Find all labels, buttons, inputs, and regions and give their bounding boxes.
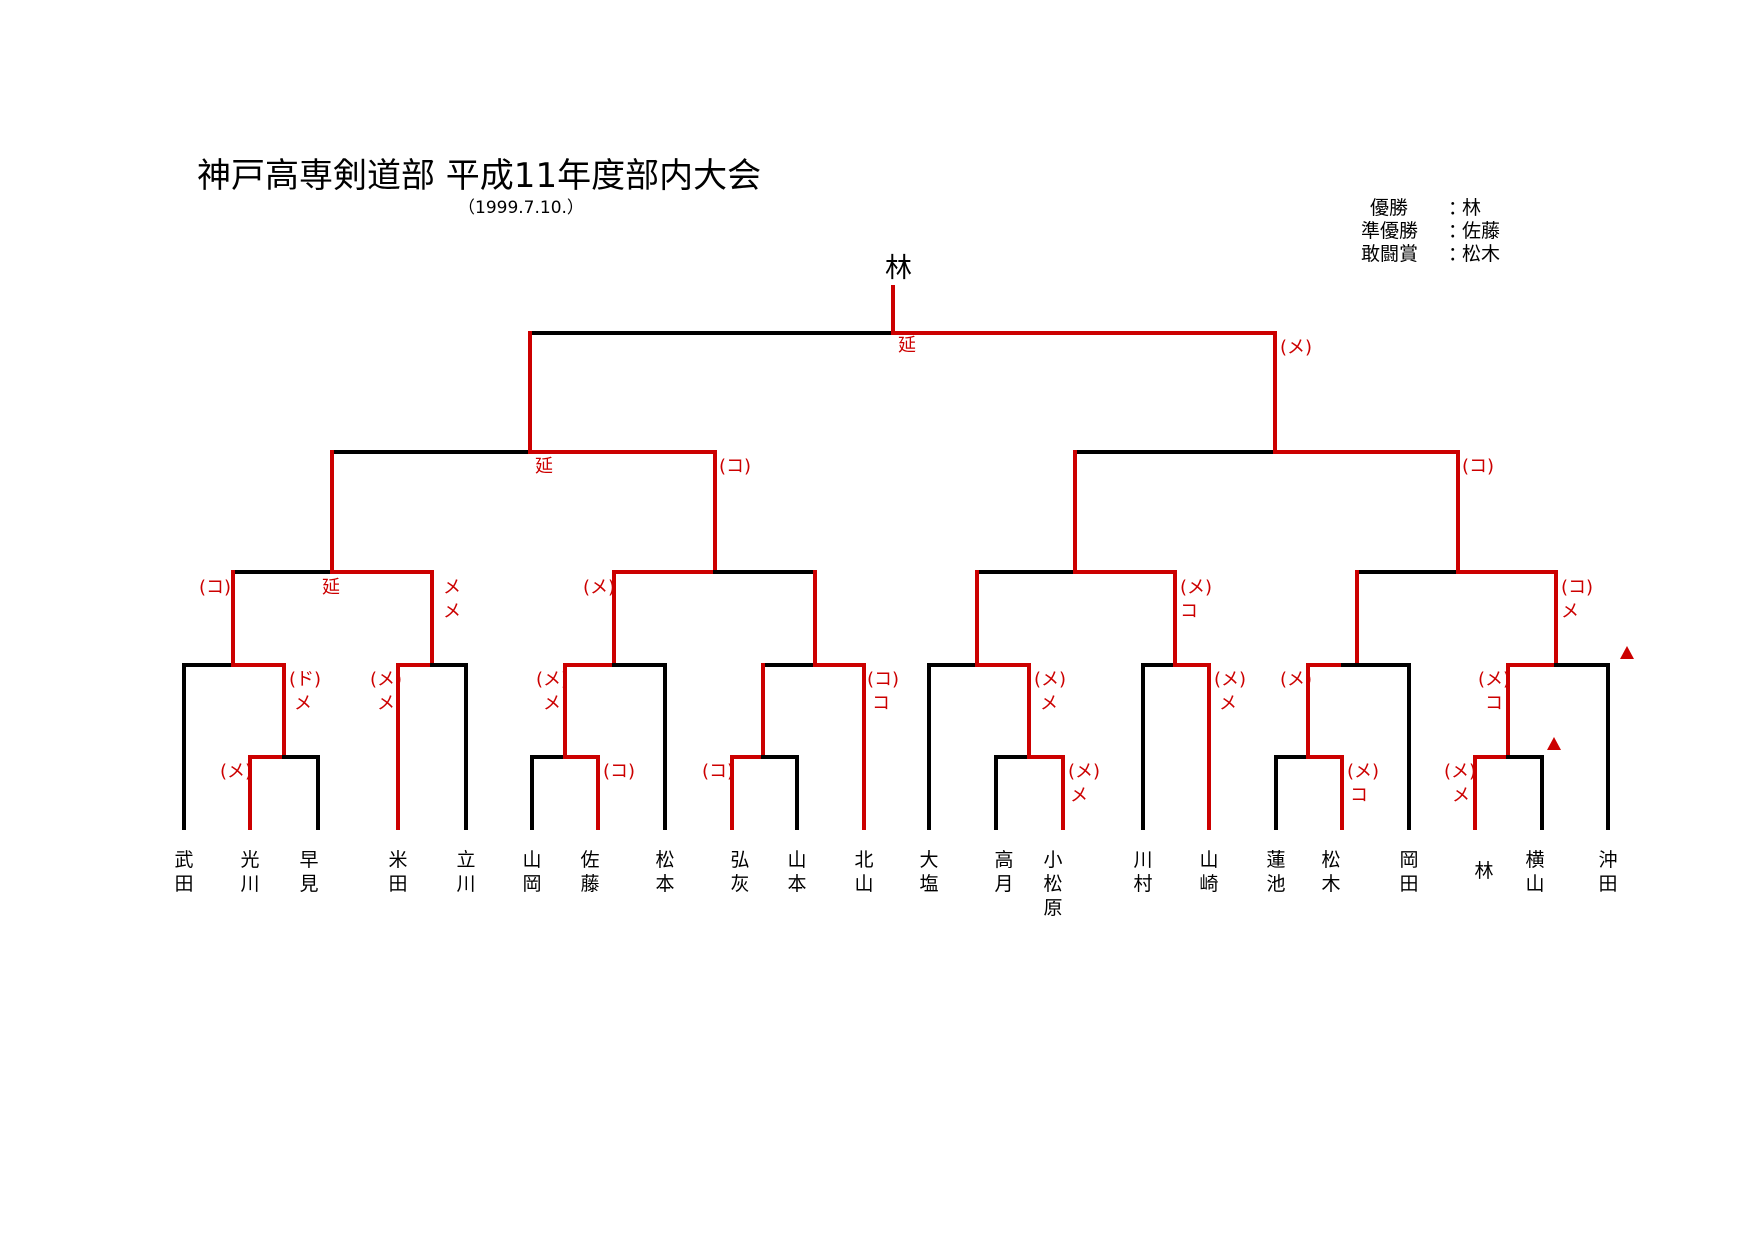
match-score-label: (コ): [1462, 456, 1494, 477]
match-score-label: (コ): [719, 456, 751, 477]
match-score-label: (メ): [220, 761, 252, 782]
match-score-label: メ: [1070, 785, 1088, 806]
player-name: 松本: [655, 849, 675, 895]
triangle-flag-icon: [1620, 646, 1634, 659]
page-title: 神戸高専剣道部 平成11年度部内大会: [197, 156, 762, 196]
player-name: 岡田: [1399, 849, 1419, 895]
match-score-label: 延: [898, 335, 916, 356]
player-name: 小松原: [1043, 849, 1063, 919]
match-score-label: メ: [1040, 693, 1058, 714]
player-name: 山岡: [522, 849, 542, 895]
player-name: 弘灰: [730, 849, 750, 895]
player-name: 光川: [240, 849, 260, 895]
player-name: 蓮池: [1266, 849, 1286, 895]
match-score-label: (メ): [536, 669, 568, 690]
player-name: 山崎: [1199, 849, 1219, 895]
match-score-label: (ド): [289, 669, 321, 690]
match-score-label: 延: [322, 577, 340, 598]
match-score-label: (メ): [1180, 577, 1212, 598]
award-name-champion: 林: [1462, 197, 1482, 219]
player-name: 沖田: [1598, 849, 1618, 895]
player-name: 立川: [456, 849, 476, 895]
match-score-label: (メ): [1280, 337, 1312, 358]
match-score-label: (メ): [1068, 761, 1100, 782]
match-score-label: メ: [443, 577, 461, 598]
match-score-label: (メ): [370, 669, 402, 690]
match-score-label: (メ): [583, 577, 615, 598]
match-score-label: (コ): [867, 669, 899, 690]
player-name: 早見: [299, 849, 319, 895]
award-label-runnerup: 準優勝: [1361, 220, 1419, 242]
award-sep: ：: [1448, 220, 1468, 242]
award-name-runnerup: 佐藤: [1462, 220, 1501, 242]
match-score-label: コ: [1350, 785, 1368, 806]
match-score-label: (メ): [1347, 761, 1379, 782]
award-sep: ：: [1448, 197, 1468, 219]
player-name: 川村: [1133, 849, 1153, 895]
player-name: 松木: [1321, 849, 1341, 895]
match-score-label: コ: [1485, 693, 1503, 714]
event-date: （1999.7.10.）: [458, 198, 584, 218]
award-label-fighting-spirit: 敢闘賞: [1361, 243, 1419, 265]
player-name: 高月: [994, 849, 1014, 895]
match-score-label: (コ): [1561, 577, 1593, 598]
award-sep: ：: [1448, 243, 1468, 265]
match-score-label: メ: [1452, 785, 1470, 806]
match-score-label: (コ): [199, 577, 231, 598]
player-name: 米田: [388, 849, 408, 895]
match-score-label: (メ): [1280, 669, 1312, 690]
match-score-label: メ: [1219, 693, 1237, 714]
champion-name: 林: [885, 253, 912, 284]
match-score-label: (メ): [1478, 669, 1510, 690]
match-score-label: (メ): [1034, 669, 1066, 690]
match-score-label: コ: [872, 693, 890, 714]
award-label-champion: 優勝: [1370, 197, 1409, 219]
match-score-label: メ: [543, 693, 561, 714]
match-score-label: (メ): [1444, 761, 1476, 782]
player-name: 大塩: [919, 849, 939, 895]
match-score-label: (コ): [702, 761, 734, 782]
player-name: 林: [1474, 860, 1494, 882]
match-score-label: メ: [1561, 601, 1579, 622]
player-name: 佐藤: [580, 849, 600, 895]
match-score-label: メ: [377, 693, 395, 714]
award-name-fighting-spirit: 松木: [1462, 243, 1501, 265]
match-score-label: メ: [443, 601, 461, 622]
player-name: 山本: [787, 849, 807, 895]
player-name: 武田: [174, 849, 194, 895]
triangle-flag-icon: [1547, 737, 1561, 750]
player-name: 横山: [1525, 849, 1545, 895]
match-score-label: (メ): [1214, 669, 1246, 690]
match-score-label: コ: [1180, 601, 1198, 622]
match-score-label: (コ): [603, 761, 635, 782]
match-score-label: メ: [294, 693, 312, 714]
player-name: 北山: [854, 849, 874, 895]
match-score-label: 延: [535, 456, 553, 477]
